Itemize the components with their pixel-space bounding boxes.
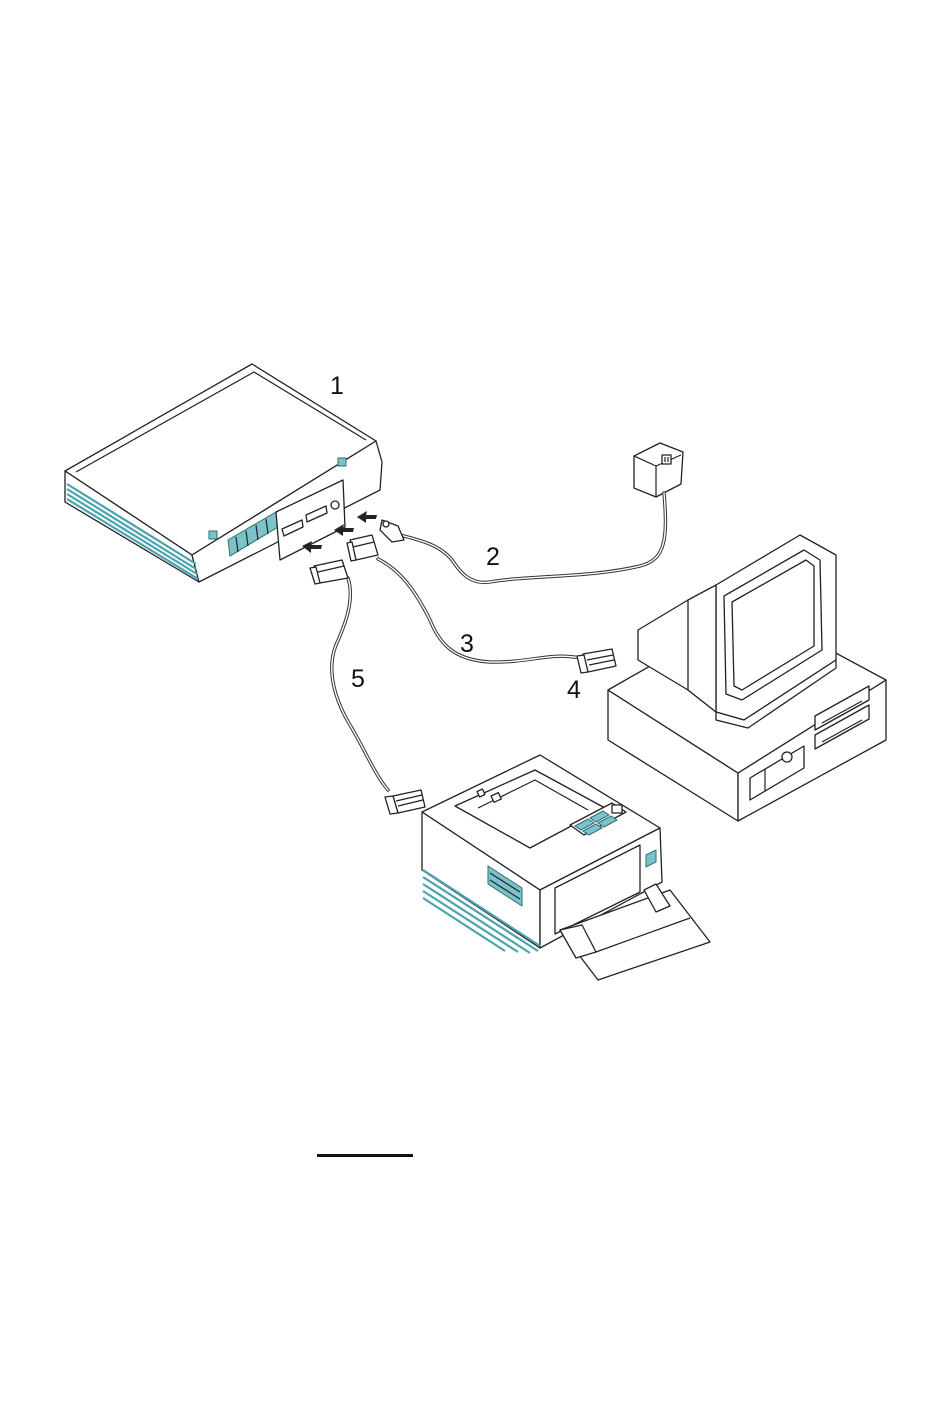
printer (422, 755, 710, 980)
scanner-port-power (331, 501, 339, 509)
power-plug-icon (662, 455, 671, 464)
parallel-cable (347, 535, 616, 673)
printer-connector-printer-end (393, 790, 425, 813)
power-button-icon (782, 752, 792, 762)
scanner-latch (209, 531, 217, 539)
callout-power-cable: 2 (486, 545, 500, 570)
printer-cable (310, 560, 425, 814)
printer-display (612, 805, 622, 813)
computer (608, 535, 886, 821)
power-adapter (634, 443, 683, 497)
callout-scanner: 1 (330, 374, 344, 399)
callout-parallel-cable: 3 (460, 632, 474, 657)
scanner-lock (338, 458, 346, 466)
callout-printer-cable: 5 (351, 667, 365, 692)
arrow-icon (357, 511, 377, 523)
callout-computer-connector: 4 (567, 678, 581, 703)
horizontal-rule (317, 1154, 413, 1157)
power-cable (380, 493, 665, 582)
